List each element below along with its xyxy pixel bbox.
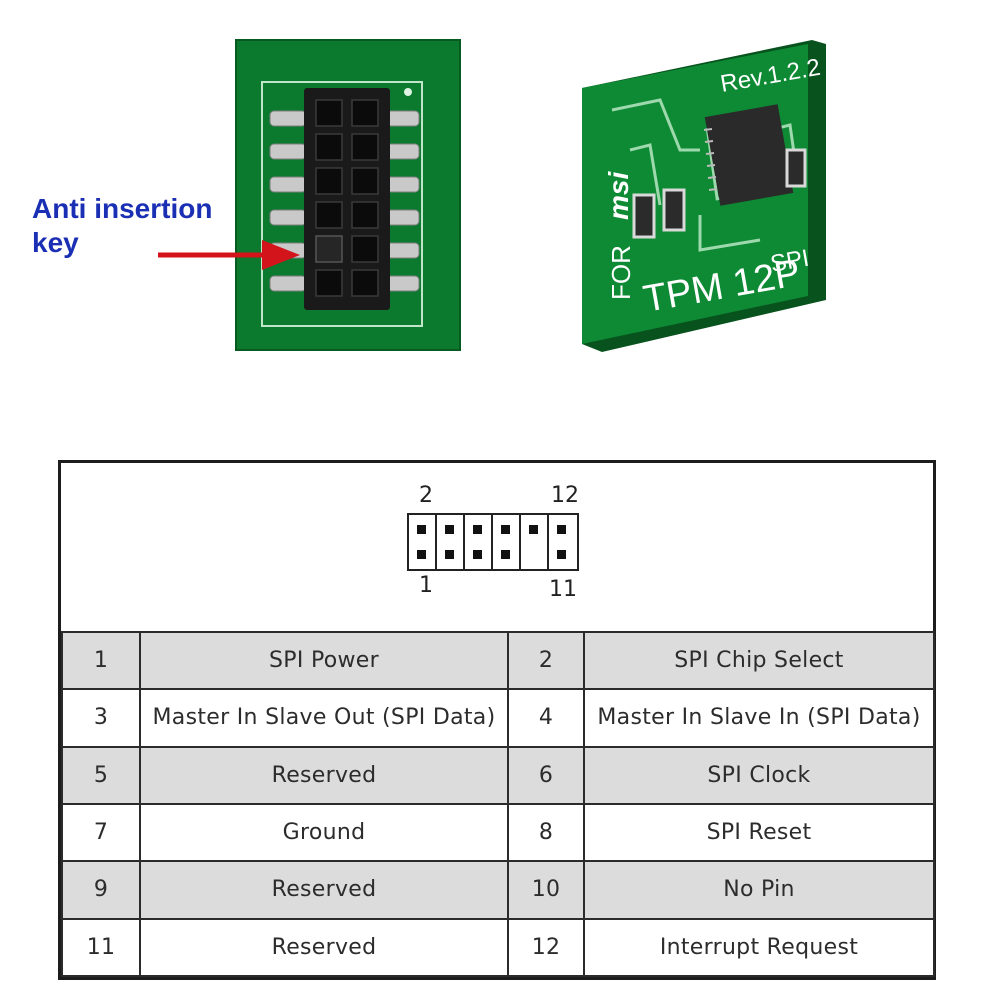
pin-signal: SPI Reset — [583, 802, 935, 863]
header-pin-grid — [407, 513, 579, 571]
solder-pads-right — [382, 110, 420, 292]
pin-label-2: 2 — [419, 483, 433, 508]
table-row: 3 Master In Slave Out (SPI Data) 4 Maste… — [61, 688, 935, 748]
anti-insertion-key — [315, 235, 343, 263]
header-socket — [304, 88, 390, 310]
board-bus-text: SPI — [768, 245, 811, 278]
tpm-board-back: Rev.1.2.2 msi FOR TPM 12P SPI — [582, 40, 826, 352]
table-row: 5 Reserved 6 SPI Clock — [61, 745, 935, 805]
tpm-board-front — [235, 39, 461, 351]
pin-signal: SPI Power — [139, 630, 509, 691]
pin-label-12: 12 — [551, 483, 579, 508]
pin-signal: Interrupt Request — [583, 917, 935, 978]
pin-number: 10 — [507, 860, 585, 920]
table-row: 1 SPI Power 2 SPI Chip Select — [61, 630, 935, 691]
pin-number: 6 — [507, 745, 585, 805]
table-row: 7 Ground 8 SPI Reset — [61, 802, 935, 863]
pin-signal: SPI Clock — [583, 745, 935, 805]
pin-signal: No Pin — [583, 860, 935, 920]
pin-label-11: 11 — [549, 577, 577, 602]
pin-signal: SPI Chip Select — [583, 630, 935, 691]
pin-signal: Master In Slave In (SPI Data) — [583, 688, 935, 748]
pin-number: 1 — [61, 630, 141, 691]
annotation-line-1: Anti insertion — [32, 193, 213, 224]
arrow-icon — [158, 240, 300, 270]
pin-number: 7 — [61, 802, 141, 863]
pin-number: 12 — [507, 917, 585, 978]
pin-number: 11 — [61, 917, 141, 978]
pin-number: 8 — [507, 802, 585, 863]
pin-number: 4 — [507, 688, 585, 748]
pin-number: 2 — [507, 630, 585, 691]
pin-number: 9 — [61, 860, 141, 920]
pinout-table: 1 SPI Power 2 SPI Chip Select 3 Master I… — [61, 630, 935, 978]
pin-signal: Ground — [139, 802, 509, 863]
pin-label-1: 1 — [419, 573, 433, 598]
pin-number: 3 — [61, 688, 141, 748]
header-pin-diagram: 2 12 1 11 — [61, 463, 933, 631]
anti-insertion-key-label: Anti insertion key — [32, 192, 212, 260]
tpm-module-photos: Rev.1.2.2 msi FOR TPM 12P SPI — [158, 39, 826, 352]
table-row: 11 Reserved 12 Interrupt Request — [61, 917, 935, 978]
pin-signal: Reserved — [139, 917, 509, 978]
board-for-text: FOR — [606, 245, 636, 300]
pin-signal: Master In Slave Out (SPI Data) — [139, 688, 509, 748]
pin-signal: Reserved — [139, 745, 509, 805]
annotation-line-2: key — [32, 227, 79, 258]
smd-components — [632, 148, 807, 239]
board-brand-text: msi — [603, 171, 634, 220]
table-row: 9 Reserved 10 No Pin — [61, 860, 935, 920]
tpm-chip — [703, 104, 794, 206]
pin-number: 5 — [61, 745, 141, 805]
pinout-panel: 2 12 1 11 1 SPI Power — [58, 460, 936, 980]
pin-signal: Reserved — [139, 860, 509, 920]
